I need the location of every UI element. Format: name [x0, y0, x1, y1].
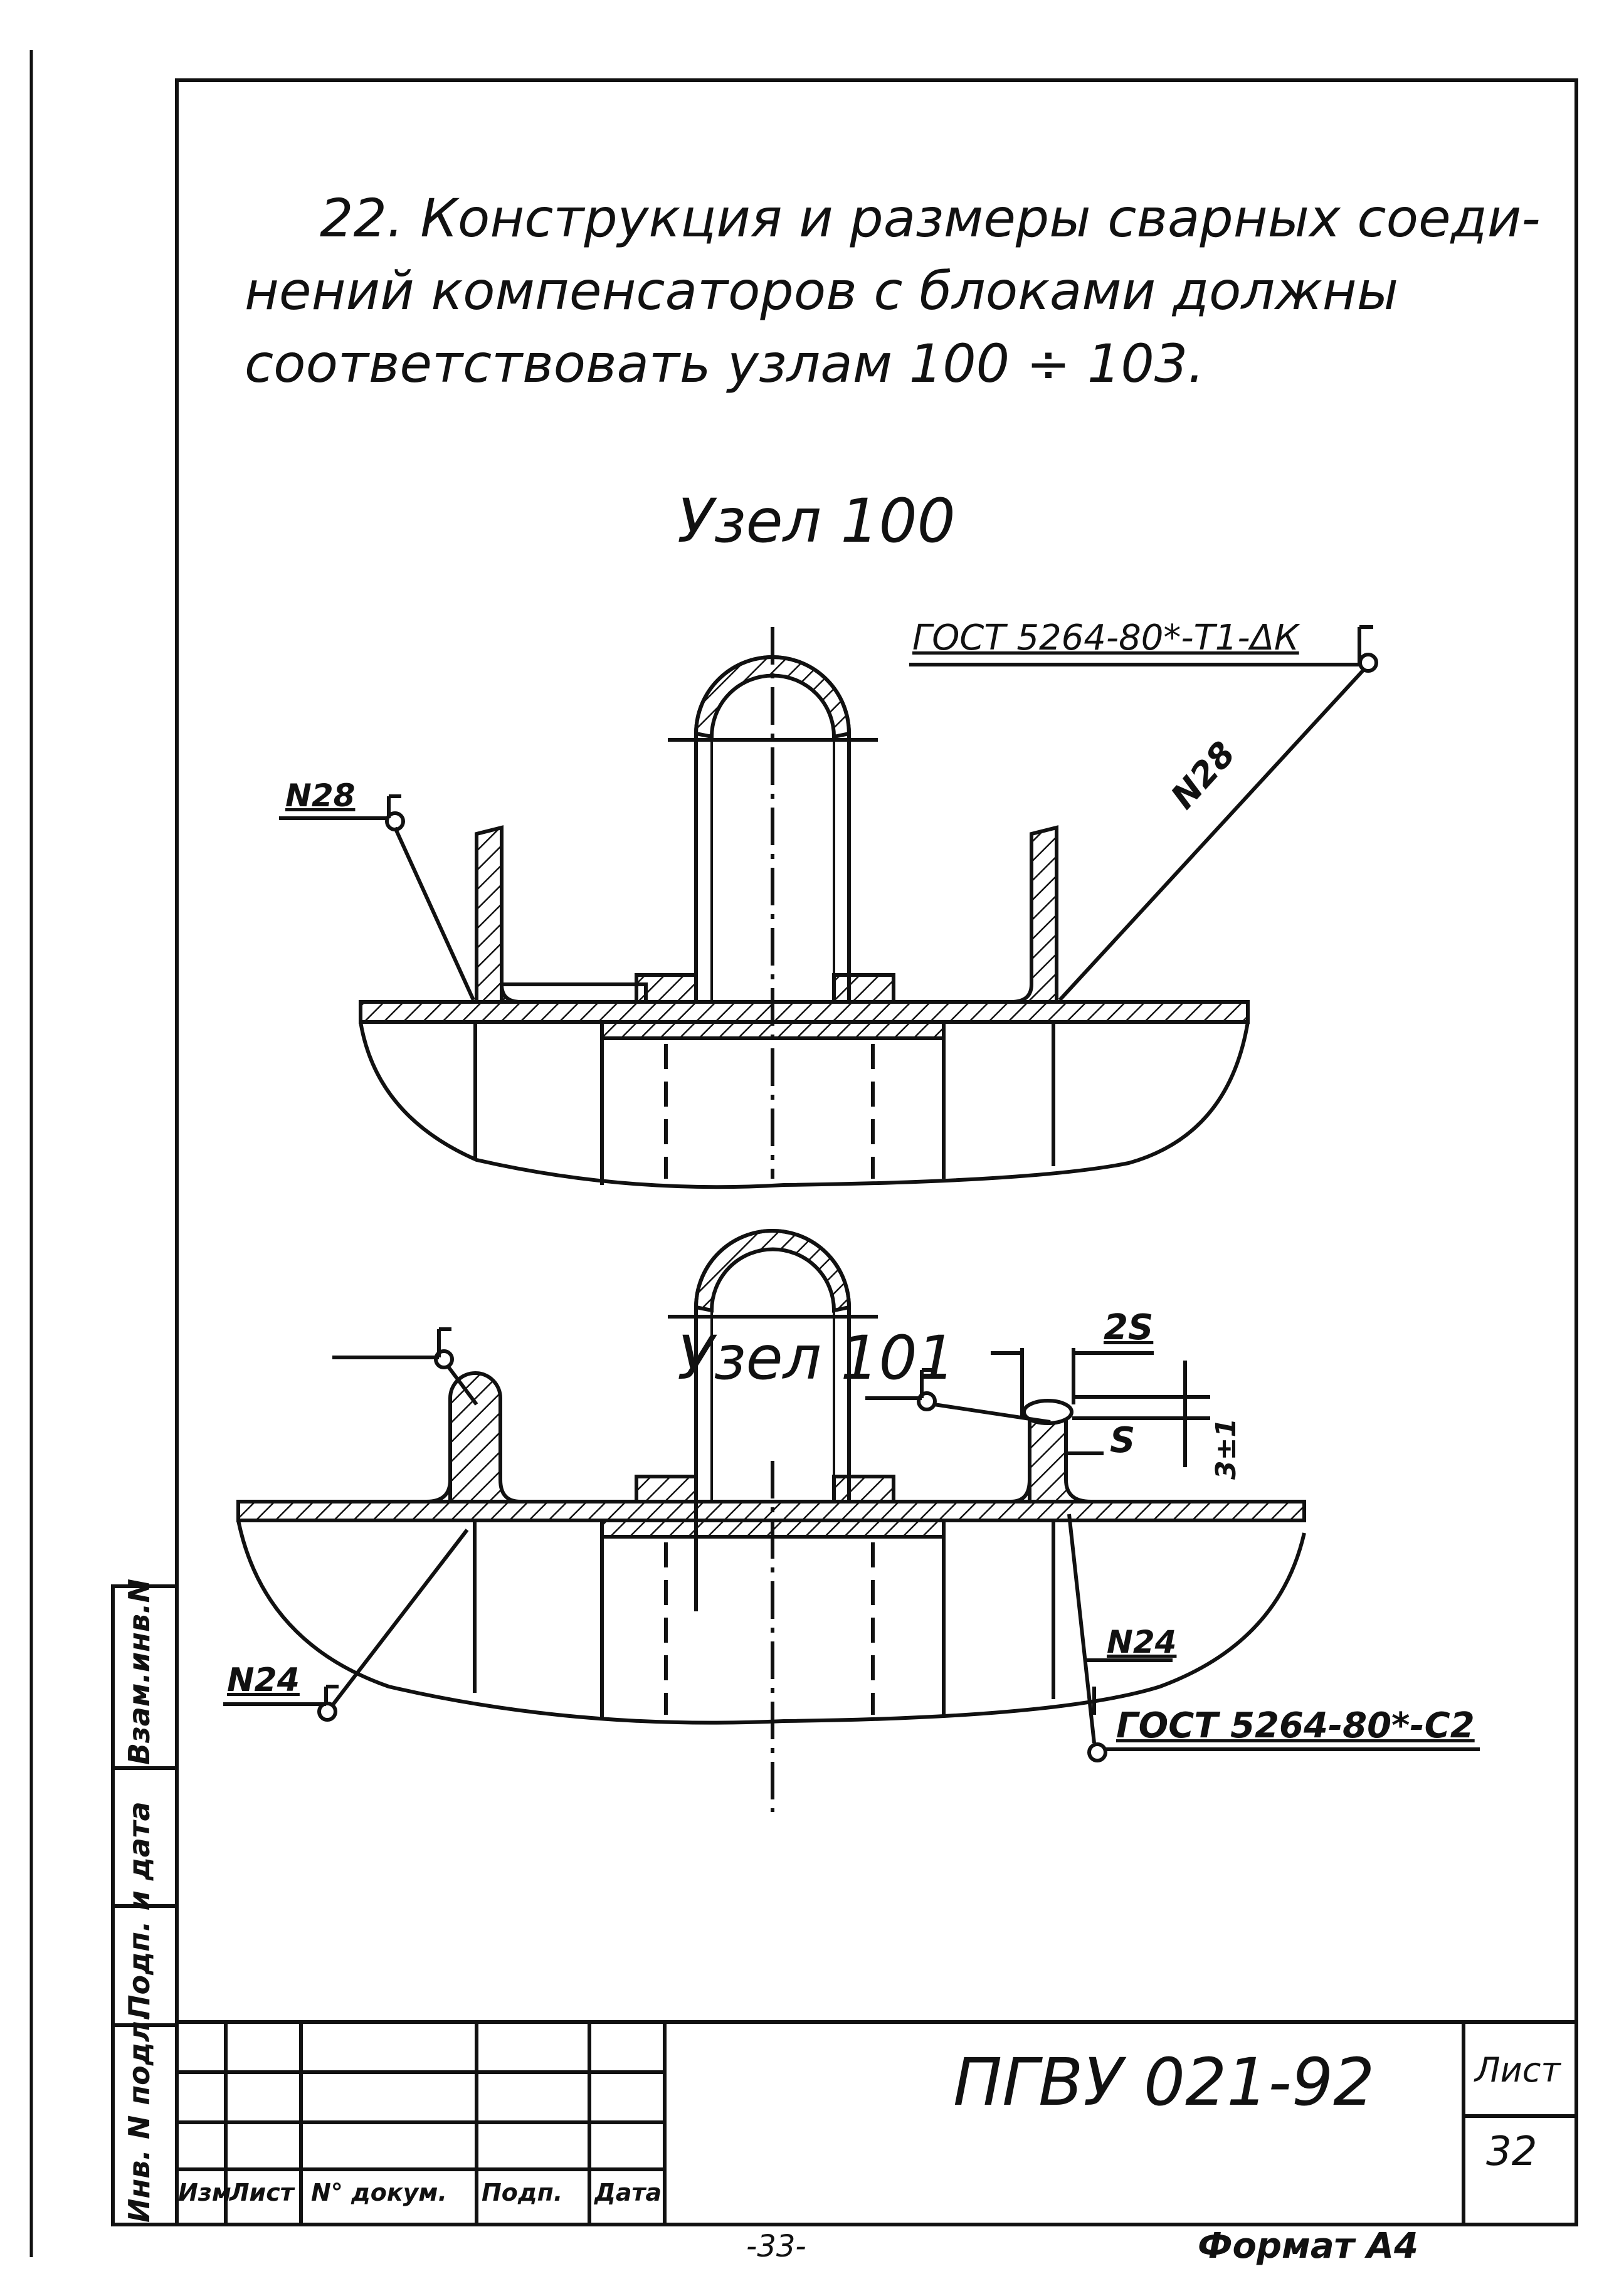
title-block-col-izm: Изм: [178, 2179, 231, 2206]
node-100-title: Узел 100: [677, 486, 956, 556]
node-100-drawing: [279, 625, 1378, 1189]
node-101-gost-callout: ГОСТ 5264-80*-С2: [1116, 1705, 1475, 1746]
page-number: -33-: [746, 2229, 806, 2264]
title-block-col-doc: N° докум.: [311, 2179, 447, 2206]
title-block-col-list: Лист: [229, 2179, 294, 2206]
side-stamp-sign-date: Подп. и дата: [122, 1801, 156, 2019]
node-100-gost-callout: ГОСТ 5264-80*-Т1-ΔК: [912, 618, 1299, 658]
node-101-dim-2s: 2S: [1104, 1307, 1154, 1348]
node-101-dim-s: S: [1110, 1420, 1136, 1461]
drawing-frame: [175, 78, 1578, 2226]
side-stamp-frame: [111, 1584, 179, 2226]
format-label: Формат А4: [1198, 2226, 1418, 2267]
paragraph-line-2: нений компенсаторов с блоками должны: [245, 260, 1399, 322]
title-block-col-sign: Подп.: [482, 2179, 563, 2206]
paragraph-line-3: соответствовать узлам 100 ÷ 103.: [245, 333, 1205, 394]
node-101-title: Узел 101: [677, 1323, 956, 1393]
title-block-doc-code: ПГВУ 021-92: [953, 2044, 1375, 2120]
node-100-weld-left: N28: [285, 777, 356, 814]
paragraph-line-1: 22. Конструкция и размеры сварных соеди-: [320, 187, 1541, 249]
node-101-weld-left: N24: [227, 1661, 300, 1699]
title-block-sheet-number: 32: [1486, 2129, 1538, 2175]
side-stamp-replace-inv: Взам.инв.N: [122, 1578, 156, 1765]
intro-paragraph: 22. Конструкция и размеры сварных соеди-…: [245, 182, 1541, 400]
node-101-dim-3: 3±1: [1210, 1418, 1242, 1480]
title-block-col-date: Дата: [594, 2179, 662, 2206]
title-block-frame: [177, 2020, 1576, 2225]
title-block-sheet-label: Лист: [1475, 2050, 1561, 2090]
node-101-drawing: [223, 1229, 1480, 1812]
node-101-weld-right: N24: [1107, 1624, 1177, 1660]
side-stamp-inv-orig: Инв. N подл.: [122, 2009, 156, 2223]
